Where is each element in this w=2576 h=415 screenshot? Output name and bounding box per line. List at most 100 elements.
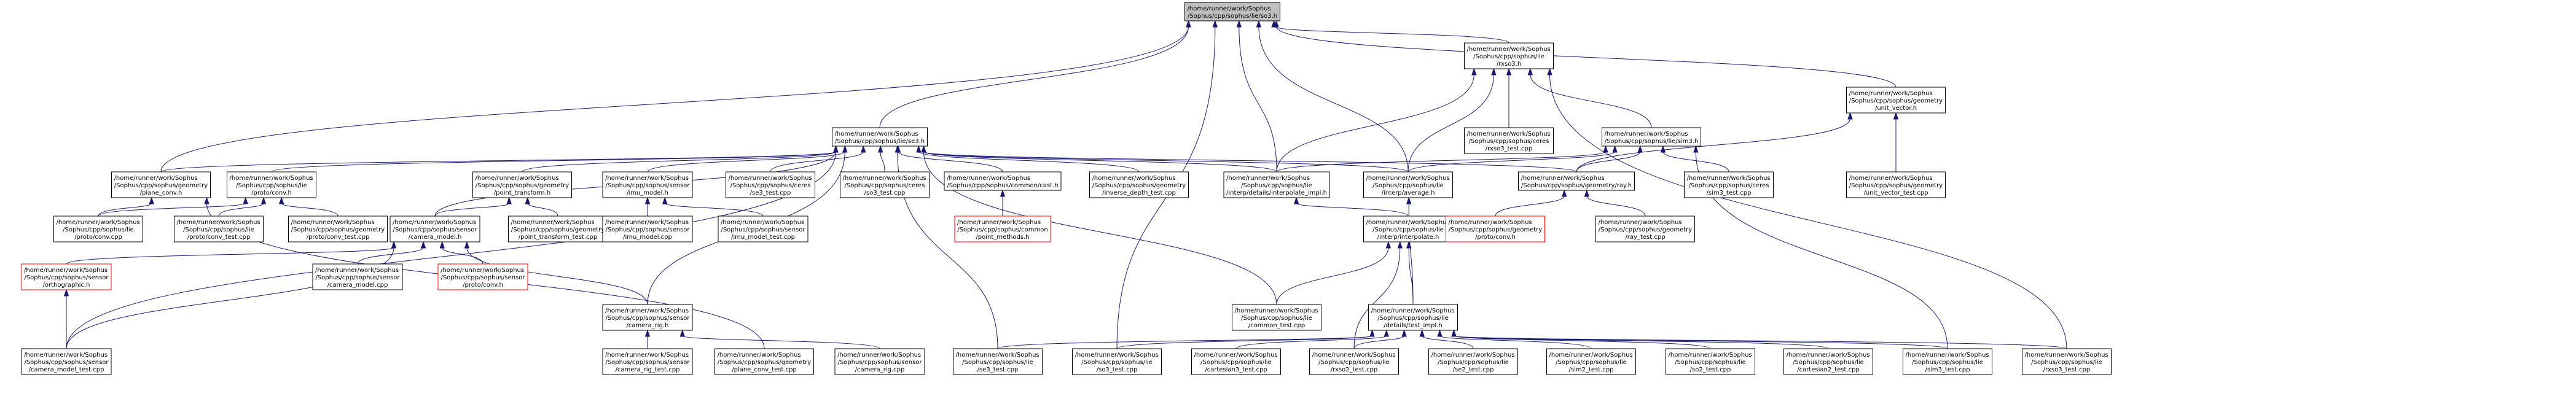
- node-orthographich[interactable]: /home/runner/work/Sophus/Sophus/cpp/soph…: [21, 263, 112, 290]
- node-interpimplh[interactable]: /home/runner/work/Sophus/Sophus/cpp/soph…: [1223, 171, 1330, 198]
- node-label-line: /Sophus/cpp/sophus/sensor: [440, 274, 525, 281]
- node-so3test_ceres[interactable]: /home/runner/work/Sophus/Sophus/cpp/soph…: [840, 171, 930, 198]
- node-box: [21, 348, 112, 375]
- node-imumodeltest[interactable]: /home/runner/work/Sophus/Sophus/cpp/soph…: [718, 215, 808, 242]
- node-label-line: /Sophus/cpp/sophus/sensor: [605, 315, 690, 322]
- node-planeconvtest[interactable]: /home/runner/work/Sophus/Sophus/cpp/soph…: [714, 348, 814, 375]
- edge-unitvectortest-to-unitvectorh: [1893, 112, 1899, 173]
- node-se2test[interactable]: /home/runner/work/Sophus/Sophus/cpp/soph…: [1428, 348, 1518, 375]
- node-rayh[interactable]: /home/runner/work/Sophus/Sophus/cpp/soph…: [1518, 171, 1635, 191]
- node-inversedepthtest[interactable]: /home/runner/work/Sophus/Sophus/cpp/soph…: [1089, 171, 1189, 198]
- node-label-line: /Sophus/cpp/sophus/lie: [1675, 359, 1746, 366]
- node-label-line: /home/runner/work/Sophus: [947, 175, 1030, 182]
- node-unitvectorh[interactable]: /home/runner/work/Sophus/Sophus/cpp/soph…: [1846, 87, 1946, 114]
- node-camerarigtest[interactable]: /home/runner/work/Sophus/Sophus/cpp/soph…: [602, 348, 693, 375]
- node-label-line: /home/runner/work/Sophus: [2025, 352, 2108, 359]
- node-sensorprotoconvh[interactable]: /home/runner/work/Sophus/Sophus/cpp/soph…: [437, 263, 528, 290]
- node-geomprotoconvtest[interactable]: /home/runner/work/Sophus/Sophus/cpp/soph…: [288, 215, 388, 242]
- node-sim3h[interactable]: /home/runner/work/Sophus/Sophus/cpp/soph…: [1602, 127, 1701, 147]
- node-unitvectortest[interactable]: /home/runner/work/Sophus/Sophus/cpp/soph…: [1846, 171, 1946, 198]
- node-label-line: /Sophus/cpp/sophus/geometry/ray.h: [1521, 182, 1632, 189]
- node-se3test_ceres[interactable]: /home/runner/work/Sophus/Sophus/cpp/soph…: [726, 171, 815, 198]
- node-box: [1903, 348, 1992, 375]
- node-label-line: /camera_model.cpp: [327, 282, 388, 289]
- edge-planeconvh-to-so3h: [160, 20, 1191, 173]
- node-geomprotoconvh[interactable]: /home/runner/work/Sophus/Sophus/cpp/soph…: [1446, 215, 1545, 242]
- node-so2test[interactable]: /home/runner/work/Sophus/Sophus/cpp/soph…: [1666, 348, 1755, 375]
- node-sim2test[interactable]: /home/runner/work/Sophus/Sophus/cpp/soph…: [1546, 348, 1636, 375]
- node-box: [2022, 348, 2112, 375]
- edge-orthographich-to-cameramodelh: [66, 241, 397, 265]
- node-camerarigcpp[interactable]: /home/runner/work/Sophus/Sophus/cpp/soph…: [834, 348, 925, 375]
- node-label-line: /home/runner/work/Sophus: [114, 175, 198, 182]
- node-label-line: /home/runner/work/Sophus: [1312, 352, 1396, 359]
- node-box: [227, 171, 316, 198]
- node-label-line: /home/runner/work/Sophus: [1906, 352, 1989, 359]
- node-box: [840, 171, 930, 198]
- edge-averageh-to-so3h: [1256, 20, 1409, 173]
- node-label-line: /Sophus/cpp/sophus/ceres: [1689, 182, 1769, 189]
- node-label-line: /interp/average.h: [1382, 190, 1435, 196]
- node-box: [602, 215, 693, 242]
- node-lieprotoconvtest[interactable]: /home/runner/work/Sophus/Sophus/cpp/soph…: [174, 215, 264, 242]
- node-box: [1684, 171, 1774, 198]
- edge-cameramodelh-to-pointtransformh: [434, 196, 512, 217]
- node-raytest[interactable]: /home/runner/work/Sophus/Sophus/cpp/soph…: [1595, 215, 1695, 242]
- node-cameramodelh[interactable]: /home/runner/work/Sophus/Sophus/cpp/soph…: [390, 215, 480, 242]
- node-label-line: /home/runner/work/Sophus: [1431, 352, 1515, 359]
- node-se3test_lie[interactable]: /home/runner/work/Sophus/Sophus/cpp/soph…: [953, 348, 1043, 375]
- node-cameramodelcpp[interactable]: /home/runner/work/Sophus/Sophus/cpp/soph…: [312, 263, 403, 290]
- node-cartesian2test[interactable]: /home/runner/work/Sophus/Sophus/cpp/soph…: [1783, 348, 1873, 375]
- node-rxso3test_ceres[interactable]: /home/runner/work/Sophus/Sophus/cpp/soph…: [1464, 127, 1554, 154]
- node-box: [602, 348, 693, 375]
- node-label-line: /home/runner/work/Sophus: [837, 352, 921, 359]
- node-label-line: /cartesian3_test.cpp: [1205, 367, 1267, 373]
- node-interpolateh[interactable]: /home/runner/work/Sophus/Sophus/cpp/soph…: [1363, 215, 1453, 242]
- node-sim3test_lie[interactable]: /home/runner/work/Sophus/Sophus/cpp/soph…: [1903, 348, 1992, 375]
- node-label-line: /proto/conv_test.cpp: [307, 234, 370, 241]
- node-label-line: /home/runner/work/Sophus: [1467, 46, 1551, 53]
- node-label-line: /point_transform_test.cpp: [519, 234, 597, 241]
- node-protoconvcpp[interactable]: /home/runner/work/Sophus/Sophus/cpp/soph…: [53, 215, 143, 242]
- node-label-line: /point_methods.h: [976, 234, 1029, 241]
- node-label-line: /home/runner/work/Sophus: [1235, 308, 1318, 314]
- node-cartesian3test[interactable]: /home/runner/work/Sophus/Sophus/cpp/soph…: [1191, 348, 1281, 375]
- node-box: [288, 215, 388, 242]
- edge-averageh-to-sim3h: [1407, 145, 1618, 173]
- node-camerarigh[interactable]: /home/runner/work/Sophus/Sophus/cpp/soph…: [602, 304, 693, 331]
- node-imumodelh[interactable]: /home/runner/work/Sophus/Sophus/cpp/soph…: [602, 171, 693, 198]
- node-imumodelcpp[interactable]: /home/runner/work/Sophus/Sophus/cpp/soph…: [602, 215, 693, 242]
- node-pointtransformh[interactable]: /home/runner/work/Sophus/Sophus/cpp/soph…: [472, 171, 572, 198]
- node-label-line: /camera_model_test.cpp: [29, 367, 104, 373]
- node-testimplh[interactable]: /home/runner/work/Sophus/Sophus/cpp/soph…: [1368, 304, 1458, 331]
- node-label-line: /Sophus/cpp/sophus/lie: [1241, 315, 1312, 322]
- node-label-line: /Sophus/cpp/sophus/lie: [1438, 359, 1509, 366]
- node-box: [954, 215, 1051, 242]
- node-planeconvh[interactable]: /home/runner/work/Sophus/Sophus/cpp/soph…: [111, 171, 211, 198]
- edge-camerarigh-to-cameramodelh: [464, 241, 648, 305]
- node-box: [1595, 215, 1695, 242]
- edge-averageh-to-rxso3h: [1407, 68, 1497, 173]
- edge-cartesian3test-to-testimplh: [1235, 329, 1390, 349]
- node-pointtransformtest[interactable]: /home/runner/work/Sophus/Sophus/cpp/soph…: [508, 215, 608, 242]
- node-commontest[interactable]: /home/runner/work/Sophus/Sophus/cpp/soph…: [1232, 304, 1321, 331]
- node-lieprotoconvh[interactable]: /home/runner/work/Sophus/Sophus/cpp/soph…: [227, 171, 316, 198]
- node-averageh[interactable]: /home/runner/work/Sophus/Sophus/cpp/soph…: [1363, 171, 1453, 198]
- node-sim3test_ceres[interactable]: /home/runner/work/Sophus/Sophus/cpp/soph…: [1684, 171, 1774, 198]
- node-label-line: /Sophus/cpp/sophus/sensor: [24, 274, 109, 281]
- node-rxso3test_lie[interactable]: /home/runner/work/Sophus/Sophus/cpp/soph…: [2022, 348, 2112, 375]
- node-casth[interactable]: /home/runner/work/Sophus/Sophus/cpp/soph…: [944, 171, 1062, 191]
- node-so3h[interactable]: /home/runner/work/Sophus/Sophus/cpp/soph…: [1184, 2, 1280, 21]
- node-label-line: /Sophus/cpp/sophus/lie: [1081, 359, 1153, 366]
- node-se3h[interactable]: /home/runner/work/Sophus/Sophus/cpp/soph…: [832, 127, 928, 147]
- node-so3test_lie[interactable]: /home/runner/work/Sophus/Sophus/cpp/soph…: [1072, 348, 1162, 375]
- node-rxso3h[interactable]: /home/runner/work/Sophus/Sophus/cpp/soph…: [1464, 42, 1554, 69]
- node-cameramodeltest[interactable]: /home/runner/work/Sophus/Sophus/cpp/soph…: [21, 348, 112, 375]
- node-box: [1546, 348, 1636, 375]
- node-box: [1363, 171, 1453, 198]
- node-label-line: /Sophus/cpp/sophus/lie: [1372, 227, 1444, 233]
- edge-pointtransformh-to-se3h: [522, 145, 839, 173]
- node-pointmethodsh[interactable]: /home/runner/work/Sophus/Sophus/cpp/soph…: [954, 215, 1051, 242]
- node-rxso2test[interactable]: /home/runner/work/Sophus/Sophus/cpp/soph…: [1309, 348, 1399, 375]
